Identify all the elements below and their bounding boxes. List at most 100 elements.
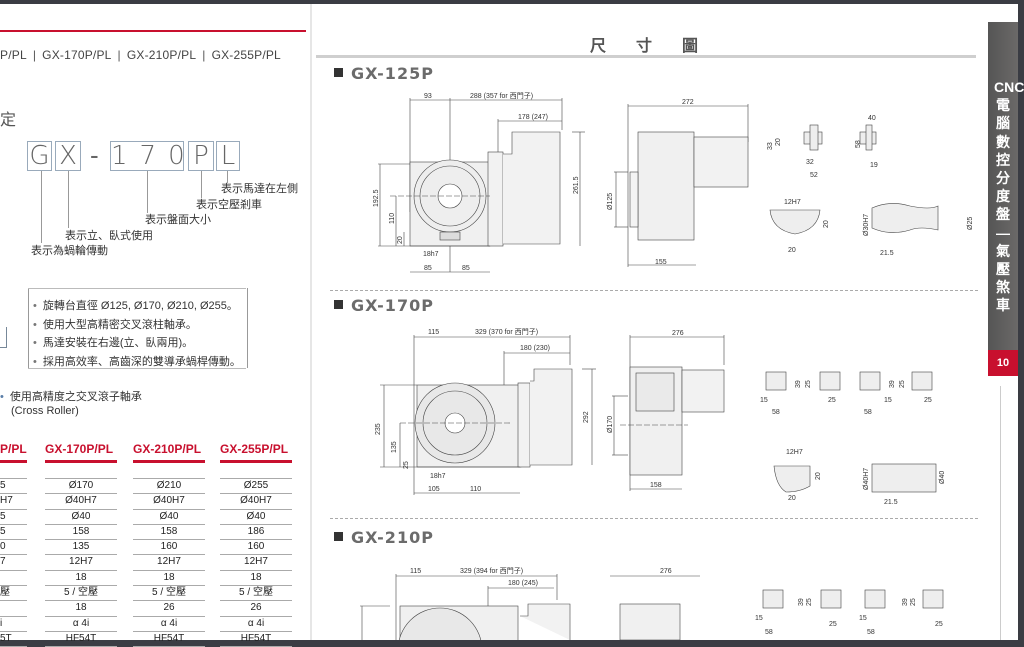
svg-text:25: 25 xyxy=(829,621,837,628)
spec-cell: H7 xyxy=(0,494,27,510)
model-nav-item: GX-255P/PL xyxy=(211,48,281,62)
viewer-top-bar xyxy=(0,0,1024,4)
svg-text:58: 58 xyxy=(855,140,862,148)
page-gutter xyxy=(310,4,312,640)
spec-cell: HF54T xyxy=(45,632,117,647)
svg-text:25: 25 xyxy=(805,380,812,388)
spec-cell: 5 xyxy=(0,478,27,495)
spec-cell: α 4i xyxy=(45,617,117,632)
svg-text:25: 25 xyxy=(403,461,410,469)
svg-text:58: 58 xyxy=(772,409,780,416)
svg-text:20: 20 xyxy=(775,138,782,146)
spec-cell xyxy=(0,571,27,587)
svg-text:329 (394 for 西門子): 329 (394 for 西門子) xyxy=(460,567,523,575)
spec-cell: 12H7 xyxy=(133,555,205,571)
section-title-gx125p: GX-125P xyxy=(334,64,434,83)
svg-text:Ø40H7: Ø40H7 xyxy=(863,468,870,490)
svg-text:192.5: 192.5 xyxy=(373,189,380,207)
svg-text:15: 15 xyxy=(884,397,892,404)
svg-text:105: 105 xyxy=(428,486,440,493)
spec-cell: Ø210 xyxy=(133,478,205,495)
svg-text:20: 20 xyxy=(823,220,830,228)
svg-text:58: 58 xyxy=(867,629,875,636)
svg-text:39: 39 xyxy=(795,380,802,388)
svg-text:276: 276 xyxy=(672,330,684,337)
code-label-x: 表示立、臥式使用 xyxy=(65,230,153,242)
svg-text:52: 52 xyxy=(810,172,818,179)
spec-header-2: GX-170P/PL xyxy=(45,442,114,456)
svg-text:39: 39 xyxy=(902,598,909,606)
section-name: GX-170P xyxy=(351,296,434,315)
svg-text:115: 115 xyxy=(428,329,439,336)
spec-cell: 26 xyxy=(220,601,292,617)
code-label-l: 表示馬達在左側 xyxy=(221,183,298,195)
svg-text:20: 20 xyxy=(788,495,796,502)
svg-text:155: 155 xyxy=(655,259,667,266)
gx170p-front-drawing: 115 329 (370 for 西門子) 180 (230) 18h7 105… xyxy=(375,328,596,495)
features-list: 旋轉台直徑 Ø125, Ø170, Ø210, Ø255。 使用大型高精密交叉滾… xyxy=(33,297,241,371)
svg-text:329 (370 for 西門子): 329 (370 for 西門子) xyxy=(475,328,538,336)
spec-cell: 5 xyxy=(0,525,27,541)
svg-text:40: 40 xyxy=(868,115,876,122)
spec-cell: 0 xyxy=(0,540,27,556)
code-label-g: 表示為蝸輪傳動 xyxy=(31,245,108,257)
svg-text:18h7: 18h7 xyxy=(423,251,439,258)
spec-cell: α 4i xyxy=(220,617,292,632)
model-nav: P/PL|GX-170P/PL|GX-210P/PL|GX-255P/PL xyxy=(0,48,306,62)
svg-text:39: 39 xyxy=(889,380,896,388)
chapter-side-tab-label: CNC電腦數控分度盤—氣壓煞車 xyxy=(994,79,1024,314)
spec-cell: 5 xyxy=(0,510,27,525)
svg-text:12H7: 12H7 xyxy=(784,199,801,206)
features-box-top xyxy=(28,288,246,289)
svg-text:Ø170: Ø170 xyxy=(607,416,614,433)
code-char-1: 1 xyxy=(111,141,140,171)
svg-text:180 (245): 180 (245) xyxy=(508,580,538,587)
svg-text:15: 15 xyxy=(760,397,768,404)
svg-text:25: 25 xyxy=(806,598,813,606)
model-nav-item: P/PL xyxy=(0,48,27,62)
svg-text:25: 25 xyxy=(899,380,906,388)
code-char-7: 7 xyxy=(139,141,169,171)
gx210p-front-drawing: 115 329 (394 for 西門子) 180 (245) 276 xyxy=(360,567,700,640)
code-char-l: L xyxy=(216,141,240,171)
spec-cell: Ø40 xyxy=(45,510,117,525)
spec-column-2: Ø170 Ø40H7 Ø40 158 135 12H7 18 5 / 空壓 18… xyxy=(45,478,117,647)
spec-cell xyxy=(0,601,27,617)
spec-header-3: GX-210P/PL xyxy=(133,442,202,456)
svg-text:235: 235 xyxy=(375,423,382,435)
svg-text:85: 85 xyxy=(462,265,470,272)
gx210p-clamp-drawings: 15 58 25 15 58 25 39 25 39 25 xyxy=(755,589,944,636)
square-bullet-icon xyxy=(334,532,343,541)
code-char-g: G xyxy=(27,141,52,171)
spec-column-3: Ø210 Ø40H7 Ø40 158 160 12H7 18 5 / 空壓 26… xyxy=(133,478,205,647)
spec-cell: 18 xyxy=(220,571,292,587)
spec-cell: Ø40 xyxy=(220,510,292,525)
spec-cell: 158 xyxy=(45,525,117,541)
spec-cell: Ø40H7 xyxy=(133,494,205,510)
spec-cell: HF54T xyxy=(220,632,292,647)
svg-text:110: 110 xyxy=(389,213,396,224)
svg-text:Ø40: Ø40 xyxy=(939,471,946,484)
leader-x xyxy=(68,171,69,228)
svg-text:20: 20 xyxy=(397,236,404,244)
code-char-x: X xyxy=(55,141,81,171)
spec-underline xyxy=(0,460,27,463)
square-bullet-icon xyxy=(334,300,343,309)
viewer-right-edge xyxy=(1018,0,1024,640)
spec-cell: Ø40H7 xyxy=(45,494,117,510)
svg-text:178 (247): 178 (247) xyxy=(518,114,548,121)
code-label-p: 表示空壓剎車 xyxy=(196,199,262,211)
spec-cell: 壓 xyxy=(0,586,27,602)
spec-cell: α 4i xyxy=(133,617,205,632)
svg-text:93: 93 xyxy=(424,93,432,100)
nav-separator: | xyxy=(117,48,121,62)
spec-cell: Ø40 xyxy=(133,510,205,525)
svg-text:Ø30H7: Ø30H7 xyxy=(863,214,870,236)
section-title-gx210p: GX-210P xyxy=(334,528,434,547)
leader-g xyxy=(41,171,42,243)
svg-text:18h7: 18h7 xyxy=(430,473,446,480)
spec-cell: 135 xyxy=(45,540,117,556)
spec-cell: 5 / 空壓 xyxy=(45,586,117,602)
code-size: 170 xyxy=(110,141,185,171)
spec-cell: Ø255 xyxy=(220,478,292,495)
